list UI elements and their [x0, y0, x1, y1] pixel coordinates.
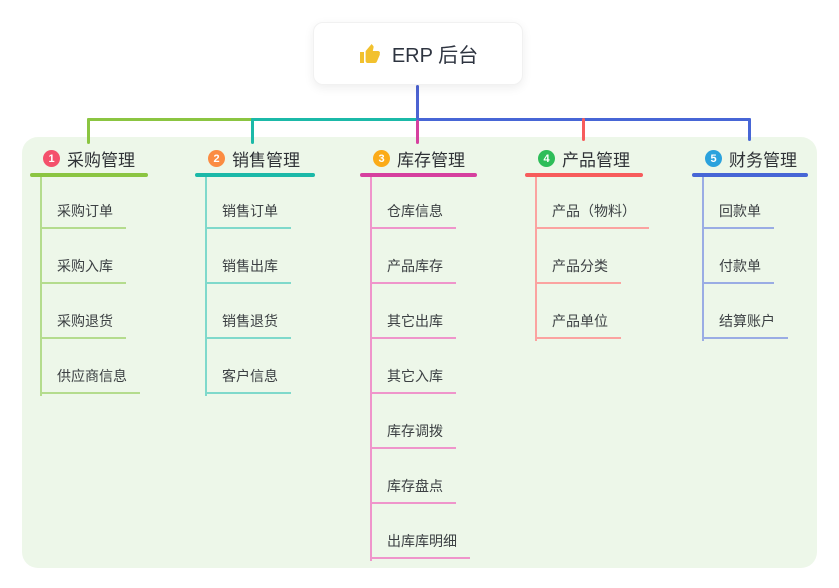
connector-root-stem — [416, 85, 419, 121]
child-node[interactable]: 销售退货 — [205, 284, 291, 339]
branch-children: 销售订单销售出库销售退货客户信息 — [205, 177, 315, 394]
branch-child-connector — [205, 177, 207, 396]
child-label: 采购退货 — [57, 313, 113, 329]
branch-header[interactable]: 3 库存管理 — [373, 149, 477, 170]
child-label: 产品库存 — [387, 258, 443, 274]
branch-number-badge: 2 — [208, 150, 225, 167]
branch-header[interactable]: 4 产品管理 — [538, 149, 649, 170]
branch-underline — [30, 173, 148, 177]
child-node[interactable]: 回款单 — [702, 177, 774, 229]
branch-sales-management: 2 销售管理 销售订单销售出库销售退货客户信息 — [195, 149, 315, 396]
root-label: ERP 后台 — [391, 45, 479, 67]
branch-header[interactable]: 5 财务管理 — [705, 149, 808, 170]
child-label: 销售出库 — [222, 258, 278, 274]
child-node[interactable]: 客户信息 — [205, 339, 291, 394]
child-node[interactable]: 产品分类 — [535, 229, 621, 284]
child-node[interactable]: 库存盘点 — [370, 449, 456, 504]
root-node[interactable]: ERP 后台 — [313, 22, 523, 85]
child-label: 产品分类 — [552, 258, 608, 274]
child-label: 产品（物料） — [552, 203, 636, 219]
child-label: 出库库明细 — [387, 533, 457, 549]
branch-label: 销售管理 — [232, 151, 300, 170]
child-label: 付款单 — [719, 258, 761, 274]
branches-panel — [22, 137, 817, 568]
branch-underline — [195, 173, 315, 177]
child-node[interactable]: 付款单 — [702, 229, 774, 284]
child-node[interactable]: 供应商信息 — [40, 339, 140, 394]
child-node[interactable]: 出库库明细 — [370, 504, 470, 559]
branch-children: 产品（物料） 产品分类产品单位 — [535, 177, 649, 339]
connector-branch-2-drop — [251, 118, 254, 144]
branch-underline — [360, 173, 477, 177]
child-label: 采购入库 — [57, 258, 113, 274]
connector-branch-1-horizontal — [87, 118, 254, 121]
child-node[interactable]: 其它出库 — [370, 284, 456, 339]
child-label: 客户信息 — [222, 368, 278, 384]
branch-number-badge: 1 — [43, 150, 60, 167]
branch-underline — [525, 173, 643, 177]
child-label: 产品单位 — [552, 313, 608, 329]
child-node[interactable]: 采购订单 — [40, 177, 126, 229]
branch-child-connector — [370, 177, 372, 561]
child-label: 结算账户 — [719, 313, 775, 329]
connector-branch-5-drop — [748, 118, 751, 141]
child-label: 供应商信息 — [57, 368, 127, 384]
branch-underline — [692, 173, 808, 177]
branch-header[interactable]: 2 销售管理 — [208, 149, 315, 170]
child-label: 库存调拨 — [387, 423, 443, 439]
branch-label: 财务管理 — [729, 151, 797, 170]
branch-label: 产品管理 — [562, 151, 630, 170]
child-label: 仓库信息 — [387, 203, 443, 219]
child-label: 库存盘点 — [387, 478, 443, 494]
branch-label: 采购管理 — [67, 151, 135, 170]
branch-child-connector — [702, 177, 704, 341]
child-label: 其它出库 — [387, 313, 443, 329]
branch-finance-management: 5 财务管理 回款单付款单结算账户 — [692, 149, 808, 341]
branch-children: 采购订单采购入库采购退货供应商信息 — [40, 177, 148, 394]
child-label: 销售订单 — [222, 203, 278, 219]
branch-child-connector — [535, 177, 537, 341]
child-node[interactable]: 销售订单 — [205, 177, 291, 229]
branch-number-badge: 3 — [373, 150, 390, 167]
branch-label: 库存管理 — [397, 151, 465, 170]
branch-product-management: 4 产品管理 产品（物料） 产品分类产品单位 — [525, 149, 649, 341]
child-node[interactable]: 采购退货 — [40, 284, 126, 339]
child-node[interactable]: 销售出库 — [205, 229, 291, 284]
child-node[interactable]: 结算账户 — [702, 284, 788, 339]
branch-children: 回款单付款单结算账户 — [702, 177, 808, 339]
child-label: 其它入库 — [387, 368, 443, 384]
branch-purchase-management: 1 采购管理 采购订单采购入库采购退货供应商信息 — [30, 149, 148, 396]
thumbs-up-icon — [358, 42, 382, 66]
branch-number-badge: 5 — [705, 150, 722, 167]
child-label: 销售退货 — [222, 313, 278, 329]
connector-branch-2-horizontal — [251, 118, 419, 121]
connector-branch-4-drop — [582, 118, 585, 141]
child-node[interactable]: 采购入库 — [40, 229, 126, 284]
connector-branch-1-drop — [87, 118, 90, 144]
child-node[interactable]: 产品（物料） — [535, 177, 649, 229]
branch-number-badge: 4 — [538, 150, 555, 167]
branch-child-connector — [40, 177, 42, 396]
child-label: 采购订单 — [57, 203, 113, 219]
child-node[interactable]: 其它入库 — [370, 339, 456, 394]
connector-branch-3-drop — [416, 120, 419, 144]
branch-header[interactable]: 1 采购管理 — [43, 149, 148, 170]
child-node[interactable]: 库存调拨 — [370, 394, 456, 449]
branch-children: 仓库信息产品库存其它出库其它入库库存调拨库存盘点出库库明细 — [370, 177, 477, 559]
child-node[interactable]: 仓库信息 — [370, 177, 456, 229]
child-node[interactable]: 产品单位 — [535, 284, 621, 339]
child-node[interactable]: 产品库存 — [370, 229, 456, 284]
child-label: 回款单 — [719, 203, 761, 219]
branch-inventory-management: 3 库存管理 仓库信息产品库存其它出库其它入库库存调拨库存盘点出库库明细 — [360, 149, 477, 561]
